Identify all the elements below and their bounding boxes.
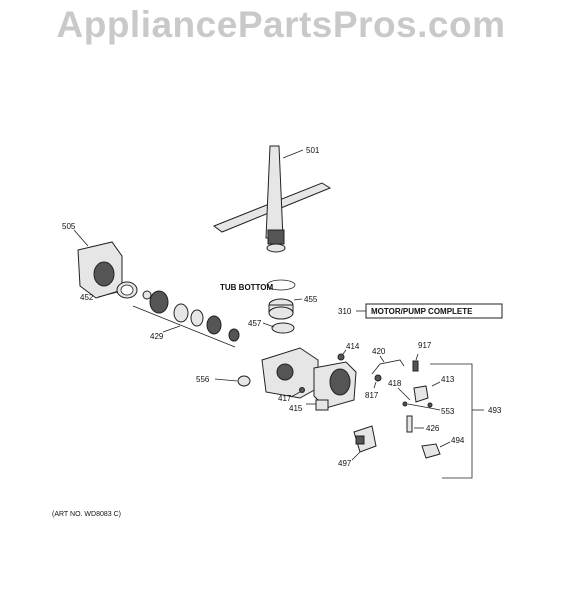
leader-417 bbox=[290, 391, 301, 398]
leader-414 bbox=[342, 349, 347, 355]
label-429: 429 bbox=[150, 332, 164, 341]
part-426[interactable] bbox=[406, 415, 413, 433]
bracket-413[interactable] bbox=[413, 385, 429, 403]
seal-455[interactable] bbox=[268, 298, 294, 320]
bracket-493 bbox=[430, 363, 473, 479]
plug-556[interactable] bbox=[237, 375, 251, 387]
leader-455 bbox=[293, 298, 303, 301]
wire-420[interactable] bbox=[371, 359, 405, 375]
part-494[interactable] bbox=[421, 443, 441, 459]
label-493: 493 bbox=[488, 406, 502, 415]
art-number: (ART NO. WD8083 C) bbox=[52, 511, 121, 518]
leader-917 bbox=[415, 353, 419, 361]
label-455: 455 bbox=[304, 295, 318, 304]
label-505: 505 bbox=[62, 222, 76, 231]
leader-418 bbox=[397, 387, 411, 401]
spray-arm-501[interactable] bbox=[212, 145, 332, 253]
leader-817 bbox=[373, 381, 377, 389]
label-417: 417 bbox=[278, 394, 292, 403]
label-452: 452 bbox=[80, 293, 94, 302]
clip-553b[interactable] bbox=[427, 402, 433, 408]
label-tub-bottom: TUB BOTTOM bbox=[220, 283, 274, 292]
part-417[interactable] bbox=[299, 387, 305, 393]
part-817[interactable] bbox=[374, 374, 382, 382]
label-motor-pump: MOTOR/PUMP COMPLETE bbox=[371, 307, 473, 316]
leader-556 bbox=[214, 378, 238, 382]
leader-452 bbox=[97, 291, 119, 298]
bracket-429 bbox=[132, 305, 236, 348]
clip-553a[interactable] bbox=[402, 401, 408, 407]
label-917: 917 bbox=[418, 341, 432, 350]
label-310: 310 bbox=[338, 307, 352, 316]
label-418: 418 bbox=[388, 379, 402, 388]
leader-429 bbox=[162, 325, 181, 333]
label-556: 556 bbox=[196, 375, 210, 384]
motor-pump-assembly[interactable] bbox=[261, 347, 357, 411]
motor-pump-box bbox=[365, 303, 503, 319]
clamp-457[interactable] bbox=[271, 322, 295, 334]
label-414: 414 bbox=[346, 342, 360, 351]
tub-bottom-ring bbox=[266, 279, 296, 291]
label-501: 501 bbox=[306, 146, 320, 155]
label-553: 553 bbox=[441, 407, 455, 416]
impeller-kit-429[interactable] bbox=[142, 290, 240, 342]
part-497[interactable] bbox=[353, 425, 377, 453]
label-413: 413 bbox=[441, 375, 455, 384]
label-457: 457 bbox=[248, 319, 262, 328]
label-817: 817 bbox=[365, 391, 379, 400]
leader-497 bbox=[351, 451, 361, 461]
pump-housing-505[interactable] bbox=[77, 241, 123, 299]
leader-501 bbox=[282, 149, 304, 159]
label-497: 497 bbox=[338, 459, 352, 468]
leader-413 bbox=[431, 381, 441, 387]
leader-553 bbox=[407, 403, 441, 411]
label-494: 494 bbox=[451, 436, 465, 445]
watermark: AppliancePartsPros.com bbox=[56, 4, 506, 45]
hose-clamp-452[interactable] bbox=[116, 281, 138, 299]
leader-457 bbox=[262, 322, 275, 328]
leader-505 bbox=[73, 229, 89, 247]
label-415: 415 bbox=[289, 404, 303, 413]
label-420: 420 bbox=[372, 347, 386, 356]
leader-494 bbox=[439, 441, 451, 448]
screw-917[interactable] bbox=[412, 360, 419, 372]
label-426: 426 bbox=[426, 424, 440, 433]
leader-420 bbox=[379, 355, 385, 363]
screw-414[interactable] bbox=[337, 353, 345, 361]
